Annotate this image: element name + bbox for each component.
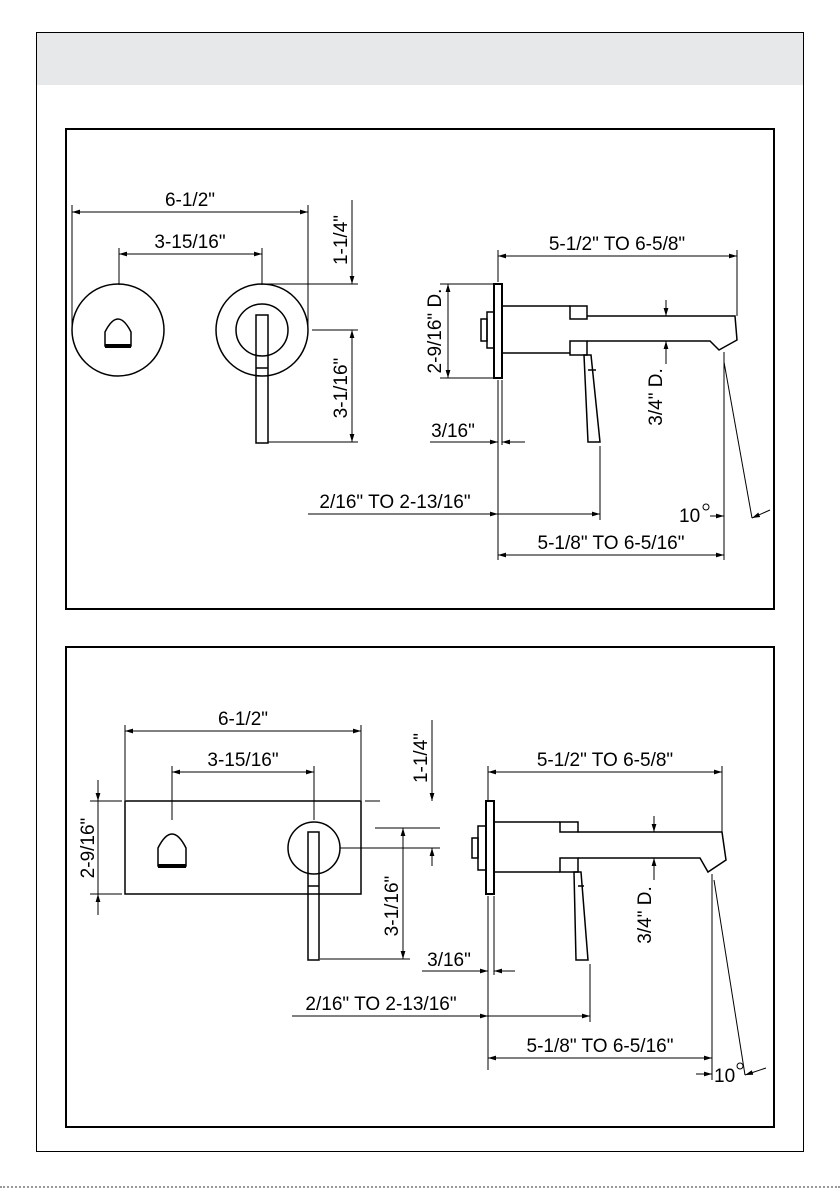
handle-depth-label: 2/16" TO 2-13/16" [319,492,470,513]
spout-outlet-shape [105,319,131,346]
plate-thickness-label: 3/16" [431,421,475,442]
angle-label: 10 [679,506,700,527]
rectangular-plate [125,801,361,894]
side-plate-2 [486,801,494,894]
top-offset-label: 1-1/4" [331,215,352,265]
spout-escutcheon-circle [72,284,164,376]
degree-symbol-2 [737,1063,743,1069]
spout-2 [578,832,726,872]
spout-diameter-label: 3/4" D. [646,368,667,425]
bottom-drop-label-2: 3-1/16" [382,876,403,937]
spout-bottom-label-2: 5-1/8" TO 6-5/16" [527,1036,674,1057]
handle-depth-label-2: 2/16" TO 2-13/16" [305,994,456,1015]
spout-reach-label-2: 5-1/2" TO 6-5/8" [537,750,673,771]
center-distance-label-2: 3-15/16" [207,750,278,771]
lever-handle [256,315,268,443]
handle-escutcheon-circle [216,284,308,376]
side-lever-2 [574,872,588,960]
spout [587,316,737,350]
spout-diameter-label-2: 3/4" D. [635,886,656,943]
plate-height-label: 2-9/16" [78,818,99,879]
side-lever [584,355,600,442]
top-offset-label-2: 1-1/4" [411,733,432,783]
handle-hub-circle-2 [288,822,340,874]
panel1-front-view: 6-1/2" 3-15/16" 1-1/4" 3-1/16" [72,190,358,443]
overall-width-label: 6-1/2" [165,190,215,211]
spout-bottom-label: 5-1/8" TO 6-5/16" [538,533,685,554]
bottom-drop-label: 3-1/16" [331,358,352,419]
panel1-side-view: 2-9/16" D. 5-1/2" TO 6-5/8" 3/4" D. 3/16… [308,234,770,560]
plate-thickness-label-2: 3/16" [427,950,471,971]
side-plate [494,284,502,378]
spout-outlet-shape-2 [158,834,186,866]
degree-symbol [703,504,709,510]
lever-handle-2 [308,832,319,960]
angle-label-2: 10 [714,1066,735,1087]
panel2-side-view: 5-1/2" TO 6-5/8" 3/4" D. 3/16" 2/16" TO … [292,750,766,1087]
spout-reach-label: 5-1/2" TO 6-5/8" [549,234,685,255]
overall-width-label-2: 6-1/2" [218,709,268,730]
handle-hub-circle [236,304,288,356]
center-distance-label: 3-15/16" [154,232,225,253]
panel2-front-view: 6-1/2" 3-15/16" 2-9/16" 1-1/4" 3-1/16" [78,709,440,960]
plate-diameter-label: 2-9/16" D. [425,289,446,374]
